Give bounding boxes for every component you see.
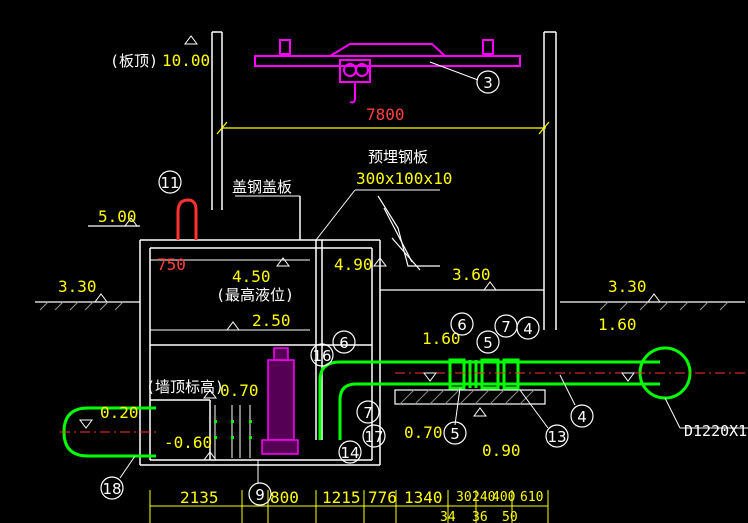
callout-9: 9 <box>255 486 265 504</box>
dim-610: 610 <box>520 490 543 505</box>
vent-pipe <box>176 198 198 240</box>
callouts: 3 11 16 6 6 5 7 4 7 17 14 5 13 4 9 18 <box>100 70 594 506</box>
elev-0-90: 0.90 <box>482 441 521 460</box>
elev-minus-0-60: -0.60 <box>164 433 212 452</box>
dim-800: 800 <box>270 488 299 507</box>
callout-17: 17 <box>364 428 383 446</box>
elevation-markers <box>79 35 661 461</box>
callout-14: 14 <box>340 444 359 462</box>
callout-7a: 7 <box>501 318 511 336</box>
elev-0-70-low: 0.70 <box>404 423 443 442</box>
callout-16: 16 <box>312 347 331 365</box>
elev-1-60-right: 1.60 <box>598 315 637 334</box>
callout-6a: 6 <box>339 334 349 352</box>
water-lines <box>150 259 310 331</box>
valve-base <box>394 389 546 405</box>
callout-4a: 4 <box>523 320 533 338</box>
dim-30: 30 <box>456 490 472 505</box>
building-walls <box>211 31 557 330</box>
elev-3-30-left: 3.30 <box>58 277 97 296</box>
dim-34: 34 <box>440 510 456 523</box>
dim-36: 36 <box>472 510 488 523</box>
callout-11: 11 <box>160 174 179 192</box>
max-water-label: (最高液位) <box>216 286 294 304</box>
dim-400: 400 <box>492 490 515 505</box>
span-dimension <box>216 121 550 135</box>
screen-marks <box>214 420 252 439</box>
elev-4-50: 4.50 <box>232 267 271 286</box>
dim-1340: 1340 <box>404 488 443 507</box>
leaders <box>119 189 748 483</box>
span-7800: 7800 <box>366 105 405 124</box>
elev-3-30-right: 3.30 <box>608 277 647 296</box>
submersible-pump <box>261 347 299 455</box>
callout-5b: 5 <box>450 425 460 443</box>
dim-240: 240 <box>472 490 495 505</box>
elev-4-90: 4.90 <box>334 255 373 274</box>
outlet-pipeline <box>318 346 692 440</box>
screens <box>214 405 251 458</box>
elev-2-50: 2.50 <box>252 311 291 330</box>
elev-0-20: 0.20 <box>100 403 139 422</box>
roof-elevation: 10.00 <box>162 51 210 70</box>
dim-1215: 1215 <box>322 488 361 507</box>
elev-0-70: 0.70 <box>220 381 259 400</box>
elev-1-60-valve: 1.60 <box>422 329 461 348</box>
dim-750: 750 <box>157 255 186 274</box>
callout-4b: 4 <box>577 408 587 426</box>
callout-7b: 7 <box>363 404 373 422</box>
overhead-crane <box>254 39 521 104</box>
ramp <box>377 195 440 271</box>
elev-5-00: 5.00 <box>98 207 137 226</box>
callout-13: 13 <box>547 428 566 446</box>
callout-18: 18 <box>102 480 121 498</box>
embedded-plate-label: 预埋钢板 <box>368 148 428 166</box>
roof-label: (板顶) <box>110 52 158 70</box>
pipe-size-label: D1220X1 <box>684 422 747 440</box>
valve-base-hatch <box>399 389 535 405</box>
dim-50: 50 <box>502 510 518 523</box>
callout-3: 3 <box>483 74 493 92</box>
leader-3 <box>429 61 479 81</box>
sump-structure <box>139 196 381 466</box>
dim-2135: 2135 <box>180 488 219 507</box>
callout-5a: 5 <box>483 334 493 352</box>
wall-top-label: (墙顶标高) <box>146 378 224 396</box>
cover-plate-label: 盖钢盖板 <box>232 178 292 196</box>
dim-776: 776 <box>368 488 397 507</box>
ground-hatch <box>39 301 729 311</box>
embedded-plate-size: 300x100x10 <box>356 169 452 188</box>
callout-6b: 6 <box>457 316 467 334</box>
bottom-dimension <box>149 490 549 523</box>
elev-3-60: 3.60 <box>452 265 491 284</box>
